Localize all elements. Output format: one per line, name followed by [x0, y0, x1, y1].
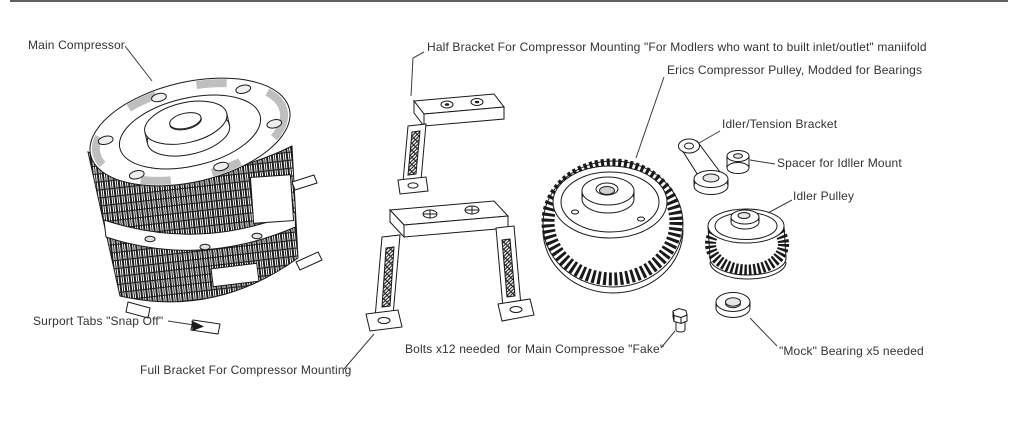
half-bracket-slot — [407, 130, 421, 176]
full-bracket-slot — [381, 246, 395, 308]
spacer-drawing — [726, 150, 750, 174]
support-tab — [190, 319, 221, 335]
compressor-panel — [210, 262, 260, 288]
spacer-leader — [749, 159, 776, 165]
leader-lines — [124, 45, 793, 370]
idler-bracket-leader — [698, 130, 721, 144]
bolts-leader — [660, 330, 676, 349]
label-bolts: Bolts x12 needed for Main Compressoe "Fa… — [405, 342, 665, 356]
support-tabs-leader — [167, 320, 195, 326]
label-erics-pulley: Erics Compressor Pulley, Modded for Bear… — [667, 63, 923, 77]
label-idler-pulley: Idler Pulley — [793, 189, 855, 203]
label-mock-bearing: "Mock" Bearing x5 needed — [779, 344, 924, 358]
half-bracket-drawing — [397, 93, 505, 195]
main-compressor-leader — [124, 45, 153, 82]
idler-pulley-drawing — [705, 208, 789, 280]
compressor-panel — [249, 174, 295, 224]
label-half-bracket: Half Bracket For Compressor Mounting "Fo… — [427, 40, 927, 54]
label-idler-tension-bracket: Idler/Tension Bracket — [722, 117, 838, 131]
bolt-drawing — [672, 307, 688, 333]
label-main-compressor: Main Compressor — [28, 38, 125, 52]
full-bracket-drawing — [365, 200, 535, 332]
full-bracket-leader — [343, 333, 375, 370]
support-tabs-arrowhead — [191, 320, 204, 331]
mock-bearing-drawing — [715, 292, 751, 318]
main-compressor-drawing — [87, 77, 323, 335]
compressor-top-flange — [89, 77, 291, 187]
compressor-pulley-leader — [635, 76, 665, 159]
idler-pulley-teeth — [705, 212, 789, 276]
compressor-pulley-drawing — [541, 158, 684, 294]
mock-bearing-leader — [749, 317, 778, 347]
full-bracket-slot — [501, 238, 516, 298]
support-tab — [291, 174, 318, 191]
idler-tension-bracket-drawing — [678, 138, 729, 195]
label-support-tabs: Surport Tabs "Snap Off" — [33, 314, 164, 328]
idler-pulley-leader — [767, 199, 793, 214]
support-tab — [295, 251, 323, 271]
half-bracket-leader — [410, 51, 425, 97]
support-tab — [125, 301, 151, 319]
pulley-teeth — [541, 158, 683, 286]
label-full-bracket: Full Bracket For Compressor Mounting — [140, 363, 352, 377]
label-spacer: Spacer for Idller Mount — [777, 156, 902, 170]
compressor-center-hole — [169, 112, 202, 130]
